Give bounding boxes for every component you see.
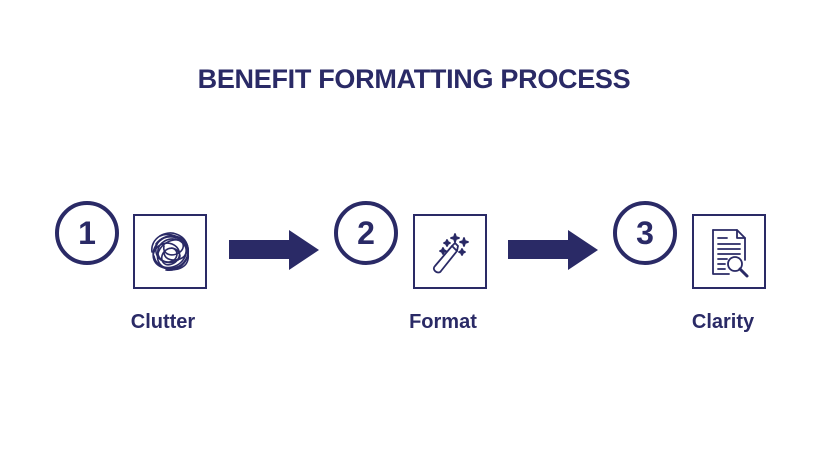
step-number: 1 — [78, 214, 96, 251]
step-number-badge: 3 — [613, 201, 677, 265]
diagram-title: BENEFIT FORMATTING PROCESS — [197, 64, 631, 94]
step-label: Clutter — [130, 311, 196, 333]
arrow-right-icon — [229, 230, 319, 270]
magic-wand-icon — [413, 214, 487, 289]
step-number-badge: 2 — [334, 201, 398, 265]
step-label: Format — [409, 311, 477, 333]
step-number-badge: 1 — [55, 201, 119, 265]
step-number: 2 — [357, 214, 375, 251]
document-search-icon — [692, 214, 766, 289]
step-label: Clarity — [691, 311, 755, 333]
arrow-right-icon — [508, 230, 598, 270]
tangled-scribble-icon — [133, 214, 207, 289]
step-number: 3 — [636, 214, 654, 251]
